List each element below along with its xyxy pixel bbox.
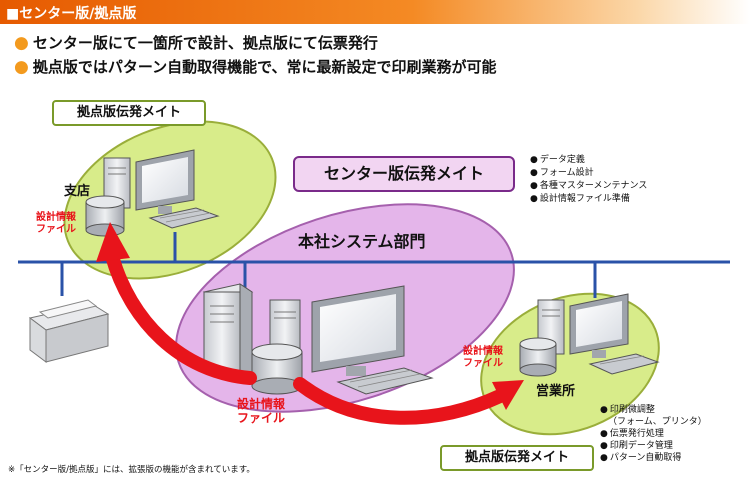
bullet-1: ●センター版にて一箇所で設計、拠点版にて伝票発行 [14,32,378,53]
list-item: ●設計情報ファイル準備 [530,194,630,204]
center-file-label: 設計情報 ファイル [216,397,306,426]
list-item: ●印刷微調整 [600,405,655,415]
branch-file-label-2: ファイル [36,223,76,235]
center-file-label-2: ファイル [236,410,285,425]
bullet-2: ●拠点版ではパターン自動取得機能で、常に最新設定で印刷業務が可能 [14,56,497,77]
sales-file-label: 設計情報 ファイル [450,346,516,369]
list-item: ●フォーム設計 [530,168,594,178]
bullet-1-text: センター版にて一箇所で設計、拠点版にて伝票発行 [32,34,378,52]
center-computer-icon [202,283,434,395]
monitor-icon [311,285,405,376]
monitor-icon [135,149,195,214]
sales-function-list: ●印刷微調整 （フォーム、プリンタ） ●伝票発行処理 ●印刷データ管理 ●パター… [600,404,707,464]
center-location: 本社システム部門 [298,232,426,251]
sales-computer-icon [519,293,660,377]
branch-file-label: 設計情報 ファイル [26,212,86,235]
database-icon [251,343,303,395]
bullet-dot-icon: ● [600,453,608,463]
branch-label: 拠点版伝発メイト [52,100,206,126]
list-item: ●パターン自動取得 [600,453,682,463]
database-icon [519,337,557,377]
keyboard-icon [148,207,220,229]
bullet-2-text: 拠点版ではパターン自動取得機能で、常に最新設定で印刷業務が可能 [32,58,497,76]
center-label: センター版伝発メイト [293,156,515,192]
database-icon [85,195,125,237]
keyboard-icon [336,367,434,395]
center-function-list: ●データ定義 ●フォーム設計 ●各種マスターメンテナンス ●設計情報ファイル準備 [530,154,647,206]
bullet-dot-icon: ● [530,155,538,165]
header-bar: ■センター版/拠点版 [0,0,750,24]
branch-file-label-1: 設計情報 [36,212,76,223]
branch-computer-icon [85,149,220,237]
bullet-dot-icon: ● [530,181,538,191]
branch-location: 支店 [64,184,91,199]
center-file-label-1: 設計情報 [236,397,285,411]
monitor-icon [569,293,629,358]
bullet-dot-icon: ● [600,429,608,439]
sales-file-label-1: 設計情報 [463,346,503,357]
bullet-dot-icon: ● [600,405,608,415]
footnote: ※「センター版/拠点版」には、拡張版の機能が含まれています。 [8,465,255,475]
list-item: ●伝票発行処理 [600,429,664,439]
sales-file-label-2: ファイル [463,357,503,369]
bullet-dot-icon: ● [530,168,538,178]
arrow-icon [96,222,257,385]
keyboard-icon [588,353,660,375]
list-item: ●印刷データ管理 [600,441,673,451]
sales-label: 拠点版伝発メイト [440,445,594,471]
list-item: （フォーム、プリンタ） [608,417,707,427]
bullet-dot-icon: ● [14,57,29,77]
bullet-dot-icon: ● [530,194,538,204]
header-title: ■センター版/拠点版 [6,6,137,22]
bullet-dot-icon: ● [600,441,608,451]
arrow-icon [293,377,524,425]
list-item: ●データ定義 [530,155,585,165]
list-item: ●各種マスターメンテナンス [530,181,648,191]
printer-icon [28,299,110,363]
bullet-dot-icon: ● [14,33,29,53]
sales-location: 営業所 [536,384,576,399]
tower-pc-icon [202,283,254,373]
